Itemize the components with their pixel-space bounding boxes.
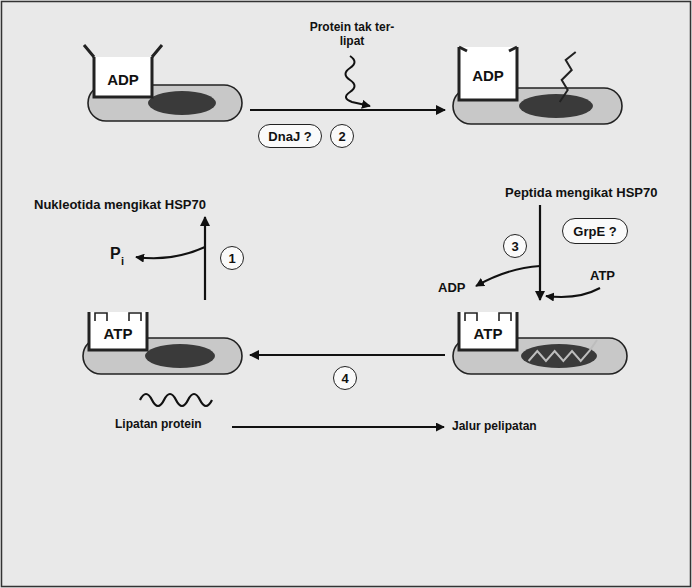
substrate-domain: [145, 344, 215, 368]
closed-jaw: [459, 47, 517, 51]
cofactor-oval: GrpE ?: [562, 218, 628, 244]
folded-protein-label: Lipatan protein: [115, 417, 202, 431]
unfolded-protein: [346, 56, 371, 106]
folding-pathway-arrow: [232, 426, 444, 428]
closed-lid: [95, 313, 141, 321]
hsp70-complex: ATP: [445, 300, 635, 380]
state-heading: Peptida mengikat HSP70: [505, 185, 657, 200]
cycle-arrow: [250, 354, 445, 356]
state-heading: Nukleotida mengikat HSP70: [34, 197, 206, 212]
step-number: 4: [333, 366, 357, 390]
step-number-text: 3: [511, 239, 518, 254]
open-jaw: [84, 45, 162, 57]
closed-lid: [465, 313, 511, 321]
hsp70-shape: [445, 35, 675, 205]
nucleotide-pocket: [459, 312, 517, 350]
protein-label: Protein tak ter-lipat: [300, 20, 404, 49]
step-number: 2: [330, 124, 354, 148]
step-number-text: 2: [338, 129, 345, 144]
adp-release-arrow: [476, 266, 540, 286]
folded-protein: [140, 394, 212, 406]
cycle-arrow: [250, 109, 445, 111]
nucleotide-label: ATP: [590, 268, 615, 284]
phosphate-subscript: i: [121, 255, 124, 268]
hsp70-shape: [445, 300, 635, 380]
phosphate-arrow: [136, 247, 205, 258]
cofactor-oval: DnaJ ?: [258, 124, 322, 148]
hsp70-complex: ADP Nukleotida mengikat HSP70: [30, 45, 250, 217]
step-number: 1: [220, 246, 244, 270]
cycle-arrow: [204, 217, 206, 300]
cycle-arrow: [539, 205, 541, 300]
step-number-text: 1: [228, 251, 235, 266]
step-number: 3: [503, 234, 527, 258]
nucleotide-pocket: [89, 312, 147, 350]
substrate-domain: [148, 91, 216, 115]
connectors: [205, 110, 540, 355]
step-number-text: 4: [341, 371, 348, 386]
nucleotide-pocket: [94, 57, 152, 97]
bound-peptide: [529, 340, 597, 361]
bound-peptide: [560, 52, 576, 102]
nucleotide-label: ADP: [472, 67, 504, 84]
nucleotide-label: ATP: [474, 325, 503, 342]
nucleotide-label: ADP: [438, 280, 465, 296]
phosphate-label: P: [110, 244, 121, 263]
hsp70-shape: [30, 45, 250, 217]
hsp70-shape: [75, 300, 250, 380]
atp-binding-arrow: [546, 288, 600, 297]
hsp70-complex: ADP Peptida mengikat HSP70: [445, 35, 675, 205]
cofactor-text: GrpE ?: [573, 224, 616, 239]
nucleotide-label: ADP: [107, 71, 139, 88]
cofactor-text: DnaJ ?: [268, 129, 311, 144]
nucleotide-label: ATP: [104, 325, 133, 342]
nucleotide-pocket: [459, 47, 517, 100]
substrate-domain: [519, 94, 593, 118]
hsp70-complex: ATP: [75, 300, 250, 380]
pathway-label: Jalur pelipatan: [452, 419, 537, 433]
